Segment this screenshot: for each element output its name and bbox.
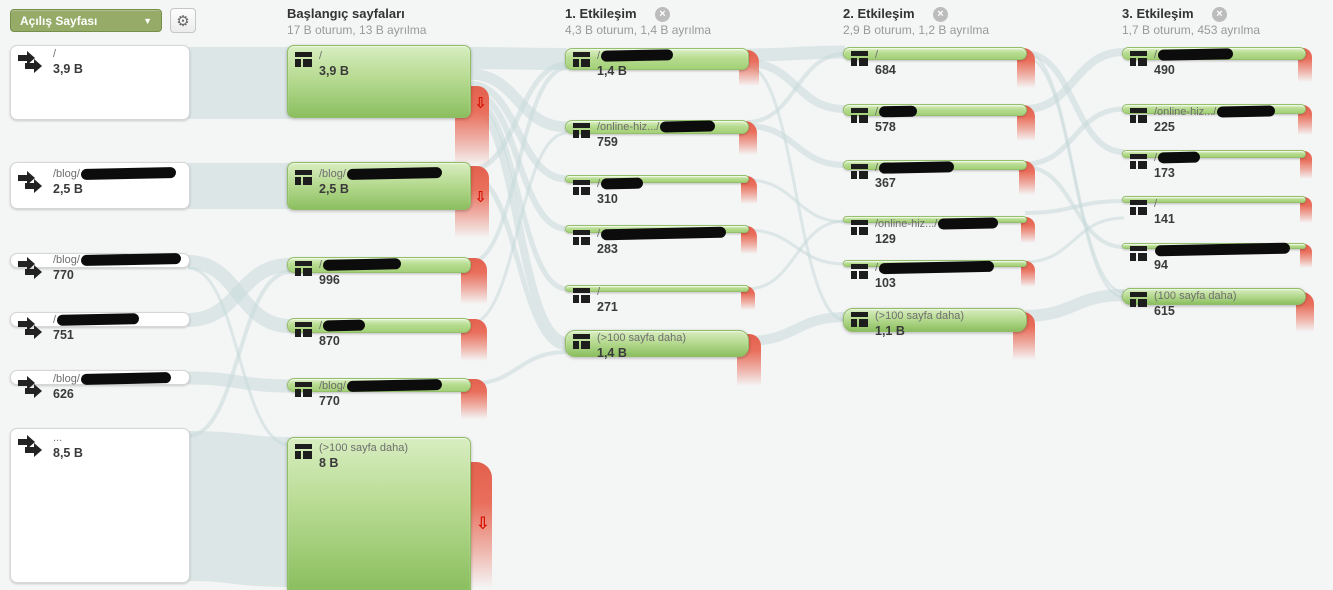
close-icon[interactable]: ×: [1212, 7, 1227, 22]
column-subtitle: 1,7 B oturum, 453 ayrılma: [1122, 23, 1261, 37]
dropoff-arrow-icon: ⇩: [474, 94, 487, 112]
flow-node[interactable]: [843, 104, 1027, 116]
landing-card[interactable]: [10, 370, 190, 385]
flow-node[interactable]: [1122, 196, 1306, 203]
flow-node[interactable]: [843, 160, 1027, 170]
column-subtitle: 2,9 B oturum, 1,2 B ayrılma: [843, 23, 990, 37]
dropoff-arrow-icon: ⇩: [474, 188, 487, 206]
column-header-step1: 1. Etkileşim 4,3 B oturum, 1,4 B ayrılma: [565, 6, 711, 37]
flow-node[interactable]: [843, 308, 1027, 332]
flow-node[interactable]: [565, 175, 749, 183]
dropoff-tab[interactable]: [1021, 261, 1035, 287]
column-header-step2: 2. Etkileşim 2,9 B oturum, 1,2 B ayrılma: [843, 6, 989, 37]
flow-node[interactable]: [287, 437, 471, 590]
dropoff-tab[interactable]: [1300, 244, 1312, 268]
dimension-dropdown[interactable]: Açılış Sayfası ▼: [10, 9, 162, 32]
dropoff-tab[interactable]: [741, 176, 757, 204]
gear-icon: ⚙: [176, 11, 190, 30]
flow-node[interactable]: [1122, 288, 1306, 305]
landing-card[interactable]: [10, 428, 190, 583]
dropoff-tab[interactable]: [741, 286, 755, 310]
flow-node[interactable]: [565, 120, 749, 134]
dropoff-arrow-icon: ⇩: [475, 514, 490, 534]
landing-card[interactable]: [10, 312, 190, 327]
flow-node[interactable]: [565, 285, 749, 292]
flow-node[interactable]: [1122, 104, 1306, 114]
column-subtitle: 17 B oturum, 13 B ayrılma: [287, 23, 427, 37]
flow-node[interactable]: [1122, 47, 1306, 60]
dropoff-tab[interactable]: [1300, 151, 1312, 179]
dropoff-tab[interactable]: [1021, 217, 1035, 243]
landing-card[interactable]: [10, 253, 190, 268]
flow-node[interactable]: [287, 257, 471, 273]
column-header-start: Başlangıç sayfaları 17 B oturum, 13 B ay…: [287, 6, 426, 37]
column-title: Başlangıç sayfaları: [287, 6, 405, 21]
settings-gear-button[interactable]: ⚙: [170, 8, 196, 33]
flow-node[interactable]: [287, 45, 471, 118]
column-title: 2. Etkileşim: [843, 6, 915, 21]
flow-node[interactable]: [843, 47, 1027, 60]
flow-node[interactable]: [843, 216, 1027, 223]
column-subtitle: 4,3 B oturum, 1,4 B ayrılma: [565, 23, 712, 37]
flow-node[interactable]: [287, 378, 471, 392]
column-title: 1. Etkileşim: [565, 6, 637, 21]
landing-card[interactable]: [10, 162, 190, 209]
dropoff-tab[interactable]: [1300, 197, 1312, 223]
flow-node[interactable]: [565, 225, 749, 233]
chevron-down-icon: ▼: [143, 15, 152, 26]
flow-node[interactable]: [287, 162, 471, 210]
flow-node[interactable]: [287, 318, 471, 333]
dimension-dropdown-value: Açılış Sayfası: [20, 13, 98, 28]
flow-node[interactable]: [565, 330, 749, 357]
landing-card[interactable]: [10, 45, 190, 120]
column-header-step3: 3. Etkileşim 1,7 B oturum, 453 ayrılma: [1122, 6, 1260, 37]
flow-node[interactable]: [843, 260, 1027, 267]
flow-node[interactable]: [1122, 150, 1306, 158]
dropoff-tab[interactable]: [741, 226, 757, 254]
close-icon[interactable]: ×: [655, 7, 670, 22]
flow-node[interactable]: [1122, 243, 1306, 249]
close-icon[interactable]: ×: [933, 7, 948, 22]
flow-node[interactable]: [565, 48, 749, 70]
column-title: 3. Etkileşim: [1122, 6, 1194, 21]
